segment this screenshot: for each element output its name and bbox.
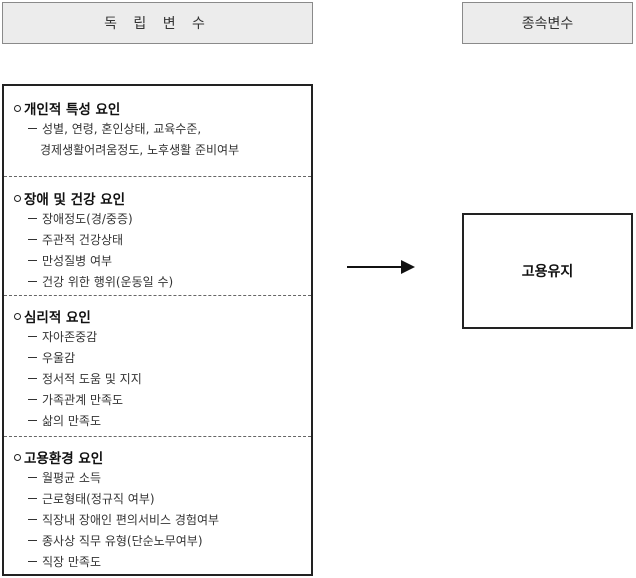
dash-icon <box>28 498 37 499</box>
dependent-variable-header: 종속변수 <box>462 2 633 44</box>
group-item: 경제생활어려움정도, 노후생활 준비여부 <box>40 143 240 157</box>
group-item: 우울감 <box>42 351 76 365</box>
circle-bullet-icon <box>14 312 21 320</box>
group-item: 주관적 건강상태 <box>42 233 124 247</box>
dash-icon <box>28 378 37 379</box>
group-item: 성별, 연령, 혼인상태, 교육수준, <box>42 122 202 136</box>
circle-bullet-icon <box>14 194 21 202</box>
group-item: 삶의 만족도 <box>42 414 102 428</box>
independent-factors-box: 개인적 특성 요인 성별, 연령, 혼인상태, 교육수준, 경제생활어려움정도,… <box>2 84 313 576</box>
group-psychological: 심리적 요인 자아존중감 우울감 정서적 도움 및 지지 가족관계 만족도 삶의… <box>4 296 311 437</box>
group-item: 근로형태(정규직 여부) <box>42 492 155 506</box>
dash-icon <box>28 128 37 129</box>
group-item: 건강 위한 행위(운동일 수) <box>42 275 174 289</box>
group-item: 자아존중감 <box>42 330 98 344</box>
circle-bullet-icon <box>14 453 21 461</box>
group-title: 심리적 요인 <box>24 310 91 326</box>
dash-icon <box>28 420 37 421</box>
dash-icon <box>28 336 37 337</box>
group-employment-environment: 고용환경 요인 월평균 소득 근로형태(정규직 여부) 직장내 장애인 편의서비… <box>4 437 311 574</box>
circle-bullet-icon <box>14 104 21 112</box>
group-title: 개인적 특성 요인 <box>24 102 121 118</box>
group-disability-health: 장애 및 건강 요인 장애정도(경/중증) 주관적 건강상태 만성질병 여부 건… <box>4 177 311 296</box>
group-item: 정서적 도움 및 지지 <box>42 372 142 386</box>
dash-icon <box>28 281 37 282</box>
group-item: 직장내 장애인 편의서비스 경험여부 <box>42 513 220 527</box>
group-item: 직장 만족도 <box>42 555 102 569</box>
dash-icon <box>28 477 37 478</box>
right-arrow-icon <box>347 260 415 274</box>
dash-icon <box>28 218 37 219</box>
outcome-box: 고용유지 <box>462 213 633 329</box>
dash-icon <box>28 260 37 261</box>
group-item: 장애정도(경/중증) <box>42 212 133 226</box>
dash-icon <box>28 357 37 358</box>
group-item: 만성질병 여부 <box>42 254 113 268</box>
dash-icon <box>28 239 37 240</box>
dash-icon <box>28 561 37 562</box>
outcome-label: 고용유지 <box>521 264 574 280</box>
dash-icon <box>28 519 37 520</box>
group-title: 장애 및 건강 요인 <box>24 192 126 208</box>
group-item: 월평균 소득 <box>42 471 102 485</box>
independent-variables-header: 독 립 변 수 <box>2 2 313 44</box>
group-personal-characteristics: 개인적 특성 요인 성별, 연령, 혼인상태, 교육수준, 경제생활어려움정도,… <box>4 86 311 177</box>
group-item: 가족관계 만족도 <box>42 393 124 407</box>
group-title: 고용환경 요인 <box>24 451 104 467</box>
dash-icon <box>28 399 37 400</box>
dash-icon <box>28 540 37 541</box>
group-item: 종사상 직무 유형(단순노무여부) <box>42 534 203 548</box>
